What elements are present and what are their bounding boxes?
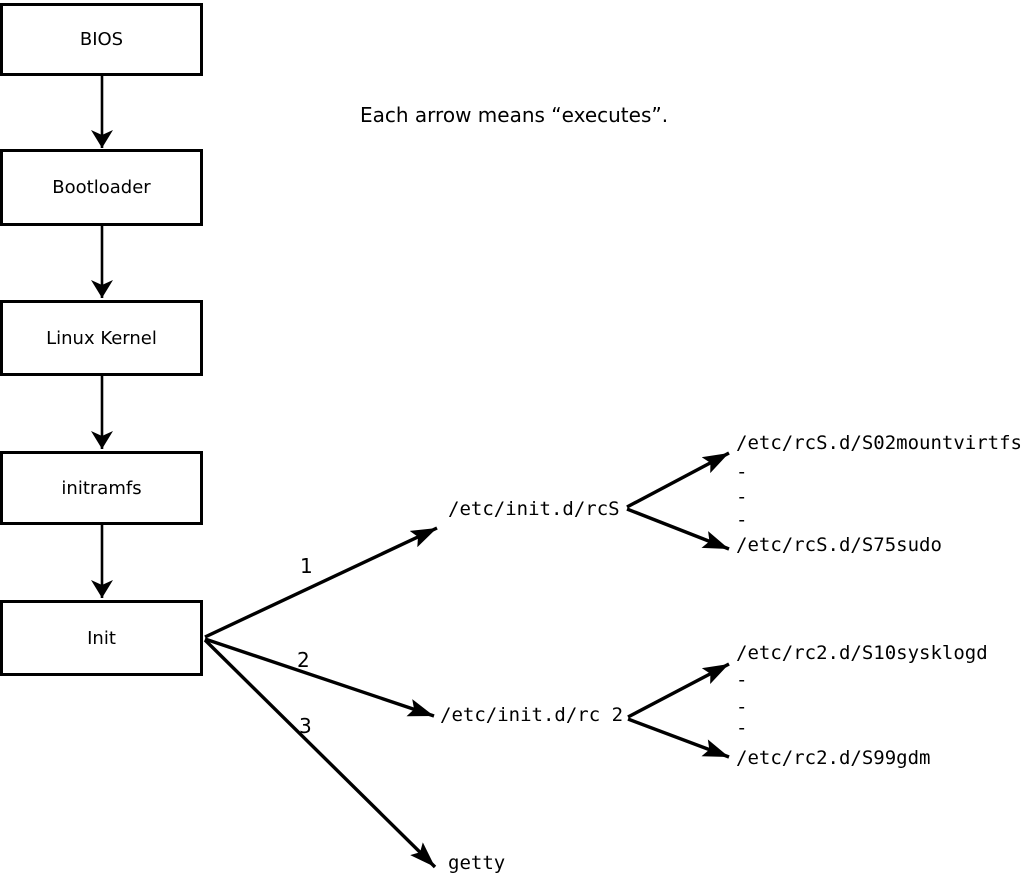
node-rc2: /etc/init.d/rc 2 — [440, 704, 624, 726]
node-bios: BIOS — [0, 3, 203, 76]
node-init: Init — [0, 600, 203, 676]
arrow-rcS-to-s02mountvirtfs — [626, 451, 730, 509]
node-s02mountvirtfs: /etc/rcS.d/S02mountvirtfs — [736, 432, 1022, 454]
arrow-init-to-getty — [203, 638, 437, 869]
rcS-ellipsis-dash: - — [736, 461, 748, 483]
rc2-ellipsis-dash: - — [736, 669, 748, 691]
rc2-ellipsis-dash: - — [736, 696, 748, 718]
arrow-init-to-rc2 — [204, 637, 435, 718]
arrow-rc2-to-s99gdm — [627, 717, 730, 759]
node-initramfs-label: initramfs — [61, 477, 142, 499]
arrow-rc2-to-s10sysklogd — [627, 662, 730, 719]
node-s99gdm: /etc/rc2.d/S99gdm — [736, 747, 931, 769]
node-init-label: Init — [87, 627, 116, 649]
arrow-rcS-to-s75sudo — [626, 507, 730, 551]
arrow-label-3: 3 — [299, 714, 312, 738]
node-getty: getty — [448, 852, 506, 874]
rc2-ellipsis-dash: - — [736, 717, 748, 739]
node-s75sudo: /etc/rcS.d/S75sudo — [736, 534, 942, 556]
node-bootloader: Bootloader — [0, 149, 203, 226]
rcS-ellipsis-dash: - — [736, 509, 748, 531]
node-bios-label: BIOS — [79, 29, 124, 50]
arrow-label-2: 2 — [297, 648, 310, 672]
node-linux-kernel: Linux Kernel — [0, 300, 203, 376]
node-linux-kernel-label: Linux Kernel — [46, 327, 157, 349]
legend-note: Each arrow means “executes”. — [360, 103, 669, 127]
node-rcS: /etc/init.d/rcS — [448, 498, 620, 520]
node-s10sysklogd: /etc/rc2.d/S10sysklogd — [736, 642, 988, 664]
arrow-label-1: 1 — [300, 554, 313, 578]
arrow-init-to-rcS — [204, 526, 438, 639]
node-bootloader-label: Bootloader — [52, 177, 151, 198]
node-initramfs: initramfs — [0, 451, 203, 525]
rcS-ellipsis-dash: - — [736, 486, 748, 508]
